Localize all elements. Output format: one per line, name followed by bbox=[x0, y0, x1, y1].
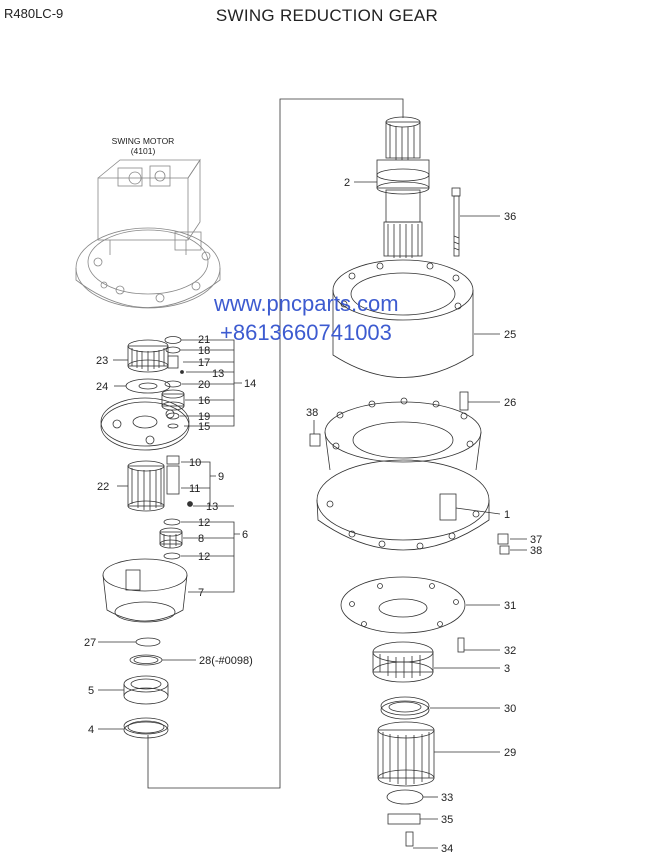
part-15-washer bbox=[167, 423, 179, 429]
part-22-gear bbox=[127, 460, 165, 512]
callout-37: 37 bbox=[530, 534, 542, 546]
callout-23: 23 bbox=[96, 355, 108, 367]
callout-26: 26 bbox=[504, 397, 516, 409]
callout-13-lower: 13 bbox=[206, 501, 218, 513]
callout-24: 24 bbox=[96, 381, 108, 393]
part-23-gear bbox=[127, 339, 169, 373]
part-5-bearing bbox=[123, 675, 169, 705]
part-19-washer bbox=[166, 412, 180, 420]
part-12-washer-lower bbox=[163, 552, 181, 560]
callout-7: 7 bbox=[198, 587, 204, 599]
callout-33: 33 bbox=[441, 792, 453, 804]
part-10-pin bbox=[166, 455, 180, 465]
callout-8: 8 bbox=[198, 533, 204, 545]
callout-18: 18 bbox=[198, 345, 210, 357]
callout-12-lower: 12 bbox=[198, 551, 210, 563]
part-29-pinion bbox=[377, 721, 435, 787]
part-32-bolt bbox=[457, 637, 465, 653]
callout-17: 17 bbox=[198, 357, 210, 369]
callout-31: 31 bbox=[504, 600, 516, 612]
callout-36: 36 bbox=[504, 211, 516, 223]
callout-19: 19 bbox=[198, 411, 210, 423]
watermark-phone: +8613660741003 bbox=[220, 320, 392, 345]
callout-11: 11 bbox=[189, 483, 200, 495]
swing-motor-label-number: (4101) bbox=[130, 146, 156, 156]
bracket-14 bbox=[180, 339, 242, 427]
part-16-bearing bbox=[161, 389, 185, 411]
callout-6: 6 bbox=[242, 529, 248, 541]
callout-10: 10 bbox=[189, 457, 201, 469]
part-24-washer bbox=[125, 378, 171, 394]
swing-motor-label-name: SWING MOTOR bbox=[111, 136, 175, 146]
callout-38-lower: 38 bbox=[530, 545, 542, 557]
callout-9: 9 bbox=[218, 471, 224, 483]
callout-3: 3 bbox=[504, 663, 510, 675]
part-7-carrier bbox=[102, 558, 188, 623]
swing-motor-label: SWING MOTOR (4101) bbox=[98, 136, 188, 156]
callout-22: 22 bbox=[97, 481, 109, 493]
callout-32: 32 bbox=[504, 645, 516, 657]
bracket-9 bbox=[181, 461, 216, 507]
part-33-washer bbox=[386, 789, 424, 805]
callout-38-upper: 38 bbox=[306, 407, 318, 419]
part-30-seal bbox=[380, 696, 430, 720]
callout-13-upper: 13 bbox=[212, 368, 224, 380]
part-34-bolt bbox=[405, 831, 414, 847]
part-35-lock-plate bbox=[387, 813, 421, 825]
callout-35: 35 bbox=[441, 814, 453, 826]
callout-29: 29 bbox=[504, 747, 516, 759]
part-4-seal bbox=[123, 717, 169, 739]
callout-16: 16 bbox=[198, 395, 210, 407]
callout-20: 20 bbox=[198, 379, 210, 391]
callout-1: 1 bbox=[504, 509, 510, 521]
leader-1 bbox=[455, 507, 501, 515]
part-11-pin bbox=[166, 465, 180, 495]
part-8-gear bbox=[159, 527, 183, 549]
callout-2: 2 bbox=[344, 177, 350, 189]
callout-4: 4 bbox=[88, 724, 94, 736]
part-37-plug bbox=[497, 533, 509, 545]
callout-27: 27 bbox=[84, 637, 96, 649]
callout-21: 21 bbox=[198, 334, 210, 346]
assembly-guide-line bbox=[147, 98, 404, 789]
part-17-needle bbox=[167, 355, 179, 369]
part-27-washer bbox=[135, 637, 161, 647]
watermark-url: www.pncparts.com bbox=[214, 291, 399, 316]
part-12-washer-upper bbox=[163, 518, 181, 526]
bracket-6 bbox=[181, 505, 240, 593]
swing-motor-drawing bbox=[75, 158, 221, 309]
diagram-title: SWING REDUCTION GEAR bbox=[215, 6, 439, 25]
model-number: R480LC-9 bbox=[4, 6, 64, 21]
part-20-washer bbox=[164, 380, 182, 388]
part-26-pin bbox=[459, 391, 469, 411]
part-3-bearing bbox=[372, 641, 434, 683]
callout-30: 30 bbox=[504, 703, 516, 715]
callout-5: 5 bbox=[88, 685, 94, 697]
part-2-shaft bbox=[376, 116, 430, 258]
part-31-plate bbox=[340, 576, 466, 634]
callout-14: 14 bbox=[244, 378, 256, 390]
part-38-plug-upper bbox=[309, 433, 321, 447]
part-38-plug-lower bbox=[499, 545, 510, 555]
callout-12-upper: 12 bbox=[198, 517, 210, 529]
part-21-ring bbox=[164, 336, 182, 344]
callout-25: 25 bbox=[504, 329, 516, 341]
callout-34: 34 bbox=[441, 843, 453, 855]
part-36-bolt bbox=[451, 187, 461, 257]
part-25-ring-gear bbox=[332, 259, 474, 378]
part-1-housing bbox=[316, 397, 490, 551]
callout-28: 28(-#0098) bbox=[199, 655, 253, 667]
callout-15: 15 bbox=[198, 421, 210, 433]
